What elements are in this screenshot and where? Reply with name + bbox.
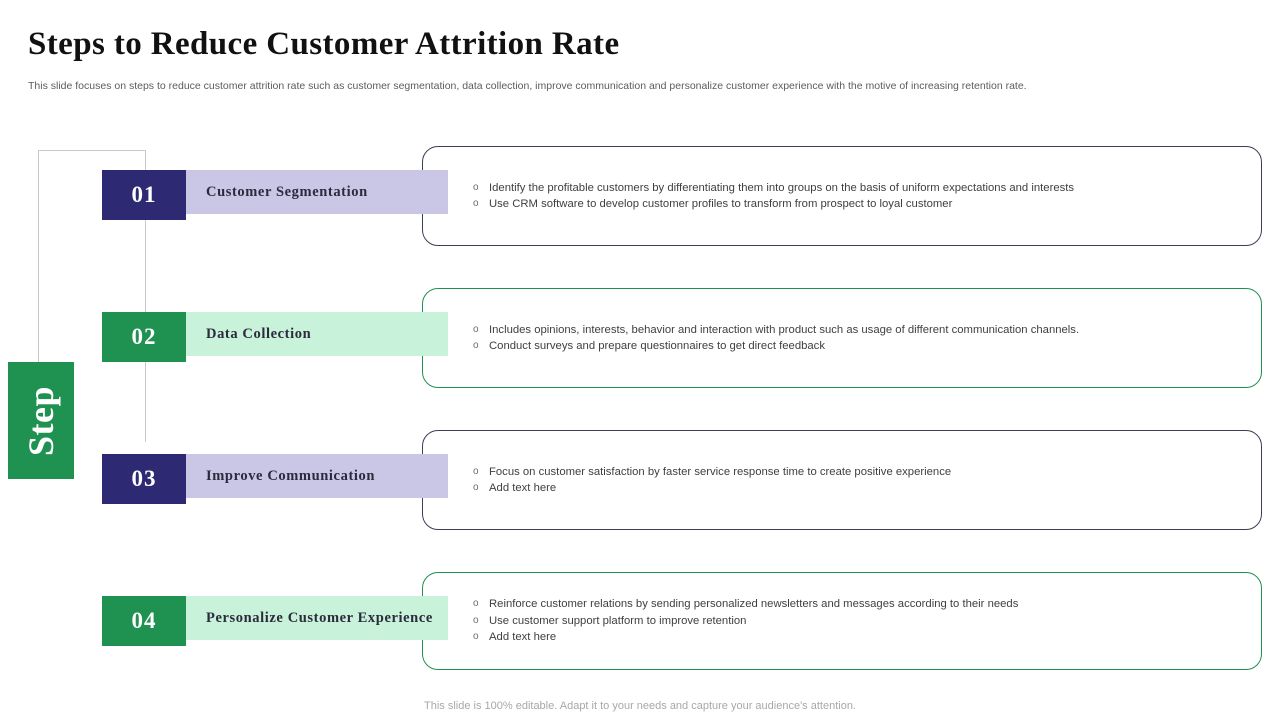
step-card-3: o Focus on customer satisfaction by fast… — [422, 430, 1262, 530]
step-bullets-4: o Reinforce customer relations by sendin… — [473, 573, 1243, 669]
bullet-marker-icon: o — [473, 614, 479, 626]
step-card-2: o Includes opinions, interests, behavior… — [422, 288, 1262, 388]
bracket-stub — [145, 150, 146, 170]
step-label-4: Personalize Customer Experience — [206, 609, 433, 626]
page-subtitle: This slide focuses on steps to reduce cu… — [28, 80, 1027, 92]
step-vertical-tab: Step — [8, 362, 74, 479]
bullet-marker-icon: o — [473, 465, 479, 477]
step-number-badge-3: 03 — [102, 454, 186, 504]
step-label-band-4: Personalize Customer Experience — [186, 596, 448, 640]
list-item: o Focus on customer satisfaction by fast… — [473, 464, 1243, 481]
list-item: o Use customer support platform to impro… — [473, 613, 1243, 630]
list-item: o Identify the profitable customers by d… — [473, 180, 1243, 197]
bullet-text: Includes opinions, interests, behavior a… — [489, 323, 1080, 336]
bullet-text: Use CRM software to develop customer pro… — [489, 198, 953, 210]
bullet-marker-icon: o — [473, 181, 479, 193]
footer-note: This slide is 100% editable. Adapt it to… — [424, 700, 856, 712]
step-label-3: Improve Communication — [206, 467, 376, 484]
step-label-band-3: Improve Communication — [186, 454, 448, 498]
list-item: o Add text here — [473, 629, 1243, 646]
step-bullets-2: o Includes opinions, interests, behavior… — [473, 289, 1243, 387]
step-number-badge-2: 02 — [102, 312, 186, 362]
step-tab-label: Step — [21, 385, 62, 456]
left-bracket-connector — [38, 150, 146, 442]
bullet-text: Reinforce customer relations by sending … — [489, 598, 1019, 611]
bullet-text: Focus on customer satisfaction by faster… — [489, 465, 952, 478]
step-bullets-3: o Focus on customer satisfaction by fast… — [473, 431, 1243, 529]
step-card-1: o Identify the profitable customers by d… — [422, 146, 1262, 246]
step-number-1: 01 — [131, 182, 157, 207]
bullet-marker-icon: o — [473, 340, 479, 351]
list-item: o Conduct surveys and prepare questionna… — [473, 338, 1243, 355]
bullet-marker-icon: o — [473, 198, 479, 209]
bullet-text: Add text here — [489, 631, 557, 644]
step-label-1: Customer Segmentation — [206, 183, 368, 200]
step-label-band-1: Customer Segmentation — [186, 170, 448, 214]
bullet-marker-icon: o — [473, 482, 479, 493]
list-item: o Use CRM software to develop customer p… — [473, 196, 1243, 213]
list-item: o Includes opinions, interests, behavior… — [473, 322, 1243, 339]
list-item: o Reinforce customer relations by sendin… — [473, 596, 1243, 613]
step-card-4: o Reinforce customer relations by sendin… — [422, 572, 1262, 670]
bullet-text: Add text here — [489, 482, 557, 494]
step-number-badge-4: 04 — [102, 596, 186, 646]
bullet-marker-icon: o — [473, 598, 479, 610]
step-number-2: 02 — [131, 324, 157, 349]
step-number-4: 04 — [131, 608, 157, 633]
bullet-text: Conduct surveys and prepare questionnair… — [489, 340, 825, 352]
bullet-marker-icon: o — [473, 631, 479, 643]
list-item: o Add text here — [473, 480, 1243, 497]
step-bullets-1: o Identify the profitable customers by d… — [473, 147, 1243, 245]
page-title: Steps to Reduce Customer Attrition Rate — [28, 26, 620, 62]
bullet-marker-icon: o — [473, 323, 479, 335]
bullet-text: Use customer support platform to improve… — [489, 614, 747, 627]
step-label-band-2: Data Collection — [186, 312, 448, 356]
step-label-2: Data Collection — [206, 325, 312, 342]
bullet-text: Identify the profitable customers by dif… — [489, 181, 1075, 194]
step-number-badge-1: 01 — [102, 170, 186, 220]
step-number-3: 03 — [131, 466, 157, 491]
